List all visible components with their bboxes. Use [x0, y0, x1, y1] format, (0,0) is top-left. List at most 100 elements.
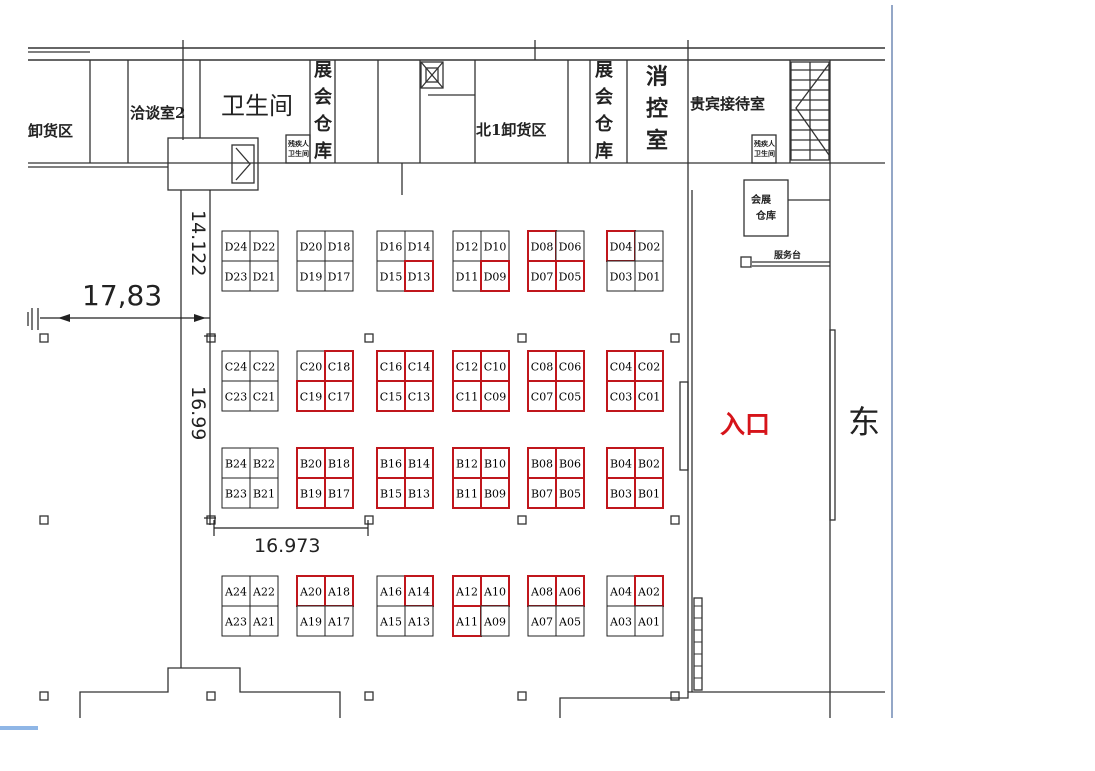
booth-C19[interactable] — [296, 380, 326, 412]
booth-label-A10: A10 — [483, 586, 506, 599]
booth-C01[interactable] — [634, 380, 664, 412]
restroom-label: 卫生间 — [221, 92, 293, 120]
booth-A23[interactable] — [221, 605, 251, 637]
booth-B19[interactable] — [296, 477, 326, 509]
booth-label-C03: C03 — [610, 391, 632, 404]
booth-label-D13: D13 — [408, 271, 431, 284]
booth-A05[interactable] — [555, 605, 585, 637]
booth-D01[interactable] — [634, 260, 664, 292]
booth-C10[interactable] — [480, 350, 510, 382]
booth-D21[interactable] — [249, 260, 279, 292]
booth-D10[interactable] — [480, 230, 510, 262]
booth-B22[interactable] — [249, 447, 279, 479]
booth-label-D05: D05 — [559, 271, 582, 284]
booth-A10[interactable] — [480, 575, 510, 607]
booth-D24[interactable] — [221, 230, 251, 262]
dimension-lines: 17,83 14.122 16.99 16.973 — [40, 190, 369, 557]
booth-A21[interactable] — [249, 605, 279, 637]
booth-A09[interactable] — [480, 605, 510, 637]
booth-D02[interactable] — [634, 230, 664, 262]
booth-B09[interactable] — [480, 477, 510, 509]
booth-label-C18: C18 — [328, 361, 350, 374]
booth-C24[interactable] — [221, 350, 251, 382]
booth-B11[interactable] — [452, 477, 482, 509]
booth-label-D19: D19 — [300, 271, 323, 284]
booth-label-C02: C02 — [638, 361, 660, 374]
booth-B01[interactable] — [634, 477, 664, 509]
booth-label-C12: C12 — [456, 361, 478, 374]
booth-B16[interactable] — [376, 447, 406, 479]
storage-room-1-label: 展会仓库 — [313, 60, 333, 162]
booth-D08[interactable] — [527, 230, 557, 262]
booth-C22[interactable] — [249, 350, 279, 382]
booth-D04[interactable] — [606, 230, 636, 262]
booth-B04[interactable] — [606, 447, 636, 479]
booth-B20[interactable] — [296, 447, 326, 479]
booth-label-C11: C11 — [456, 391, 478, 404]
booth-C23[interactable] — [221, 380, 251, 412]
booth-B13[interactable] — [404, 477, 434, 509]
booth-B15[interactable] — [376, 477, 406, 509]
booth-C13[interactable] — [404, 380, 434, 412]
booth-A07[interactable] — [527, 605, 557, 637]
booth-label-B16: B16 — [380, 458, 402, 471]
booth-D20[interactable] — [296, 230, 326, 262]
booth-A15[interactable] — [376, 605, 406, 637]
booth-label-C23: C23 — [225, 391, 247, 404]
booth-label-B15: B15 — [380, 488, 402, 501]
booth-A16[interactable] — [376, 575, 406, 607]
booth-label-D17: D17 — [328, 271, 351, 284]
fc-char: 控 — [646, 96, 668, 122]
booth-D13[interactable] — [404, 260, 434, 292]
booth-B05[interactable] — [555, 477, 585, 509]
booth-D07[interactable] — [527, 260, 557, 292]
booth-D11[interactable] — [452, 260, 482, 292]
booth-C15[interactable] — [376, 380, 406, 412]
booth-label-A24: A24 — [224, 586, 247, 599]
booth-C09[interactable] — [480, 380, 510, 412]
booth-label-D20: D20 — [300, 241, 323, 254]
booth-label-B08: B08 — [531, 458, 553, 471]
booth-B02[interactable] — [634, 447, 664, 479]
booth-A13[interactable] — [404, 605, 434, 637]
booth-A17[interactable] — [324, 605, 354, 637]
booth-label-A12: A12 — [455, 586, 478, 599]
booth-B24[interactable] — [221, 447, 251, 479]
booth-C12[interactable] — [452, 350, 482, 382]
st1-char: 会 — [314, 86, 332, 108]
booth-label-B17: B17 — [328, 488, 350, 501]
st2-char: 会 — [595, 86, 613, 108]
booth-A01[interactable] — [634, 605, 664, 637]
booth-C17[interactable] — [324, 380, 354, 412]
booth-D14[interactable] — [404, 230, 434, 262]
booth-A03[interactable] — [606, 605, 636, 637]
booth-D15[interactable] — [376, 260, 406, 292]
booth-B17[interactable] — [324, 477, 354, 509]
booth-B14[interactable] — [404, 447, 434, 479]
booth-D12[interactable] — [452, 230, 482, 262]
booth-D17[interactable] — [324, 260, 354, 292]
booth-D06[interactable] — [555, 230, 585, 262]
booth-C05[interactable] — [555, 380, 585, 412]
booth-C21[interactable] — [249, 380, 279, 412]
booth-B21[interactable] — [249, 477, 279, 509]
booth-A02[interactable] — [634, 575, 664, 607]
booth-C18[interactable] — [324, 350, 354, 382]
booth-label-A18: A18 — [327, 586, 350, 599]
booth-label-A01: A01 — [637, 616, 660, 629]
booth-label-C16: C16 — [380, 361, 402, 374]
booth-label-A09: A09 — [483, 616, 506, 629]
booth-C16[interactable] — [376, 350, 406, 382]
booth-A24[interactable] — [221, 575, 251, 607]
booth-label-D02: D02 — [638, 241, 661, 254]
booth-label-C24: C24 — [225, 361, 247, 374]
booth-C06[interactable] — [555, 350, 585, 382]
booth-D05[interactable] — [555, 260, 585, 292]
booth-label-B14: B14 — [408, 458, 430, 471]
booth-D19[interactable] — [296, 260, 326, 292]
booth-D23[interactable] — [221, 260, 251, 292]
booth-D09[interactable] — [480, 260, 510, 292]
booth-A12[interactable] — [452, 575, 482, 607]
booth-A22[interactable] — [249, 575, 279, 607]
booth-C11[interactable] — [452, 380, 482, 412]
